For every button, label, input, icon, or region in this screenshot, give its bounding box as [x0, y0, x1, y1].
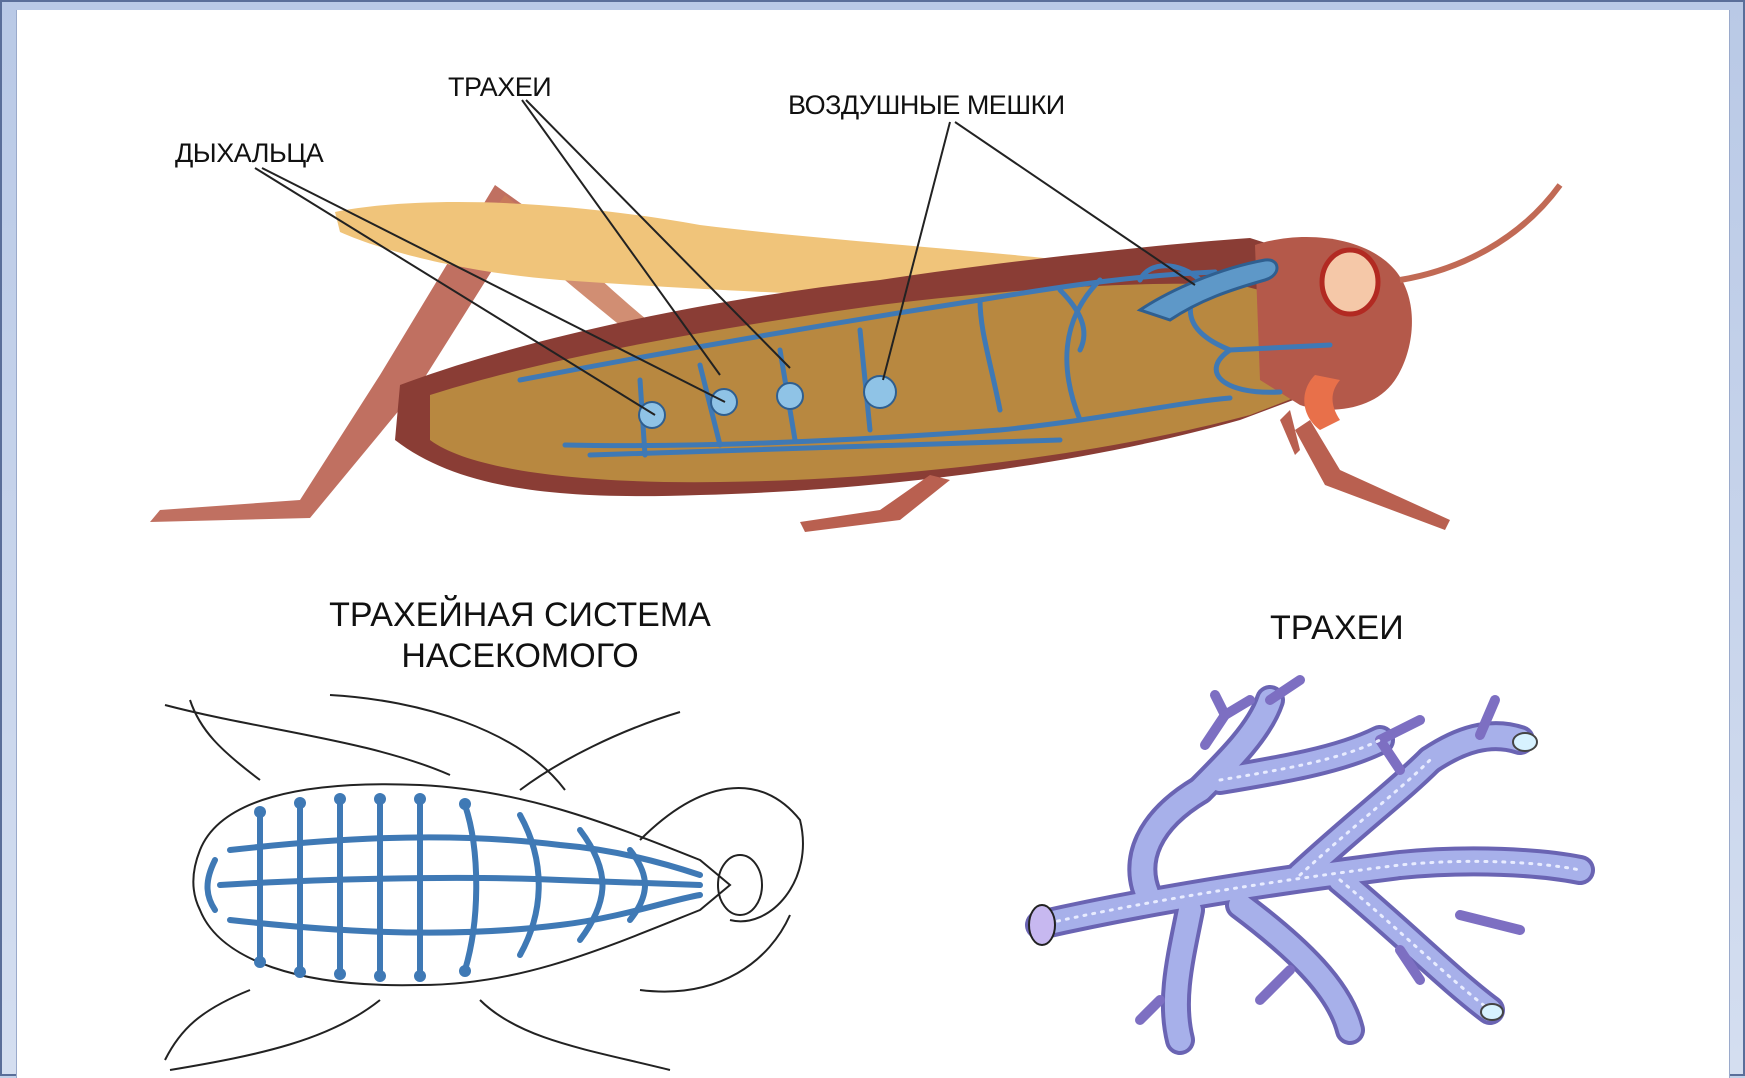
antenna	[1400, 185, 1560, 280]
label-system-title: ТРАХЕЙНАЯ СИСТЕМА НАСЕКОМОГО	[270, 595, 770, 677]
leg-6	[165, 990, 250, 1060]
leg-5	[170, 1000, 380, 1070]
leg-3	[640, 915, 790, 992]
label-system-title-line2: НАСЕКОМОГО	[270, 636, 770, 677]
leg-4	[480, 1000, 670, 1070]
tracheole-end-1	[1513, 733, 1537, 751]
label-system-title-line1: ТРАХЕЙНАЯ СИСТЕМА	[270, 595, 770, 636]
tracheole-end-2	[1481, 1004, 1503, 1020]
label-air-sacs: ВОЗДУШНЫЕ МЕШКИ	[788, 90, 1065, 121]
air-sac-4	[864, 376, 896, 408]
trachea-cut-end	[1029, 905, 1055, 945]
leg-1	[520, 712, 680, 790]
tracheal-network-top	[208, 800, 701, 975]
compound-eye	[1322, 250, 1378, 314]
grasshopper-illustration	[150, 100, 1560, 532]
antenna-right	[330, 695, 565, 790]
antenna-left	[165, 705, 450, 775]
label-tracheae-top: ТРАХЕИ	[448, 72, 551, 103]
spiracle-dots	[254, 793, 471, 982]
leg-7	[190, 700, 260, 780]
front-leg	[1295, 420, 1450, 530]
head-top	[718, 855, 762, 915]
insect-top-view-illustration	[165, 695, 803, 1070]
air-sac-1	[639, 402, 665, 428]
label-tracheae-bottom: ТРАХЕИ	[1270, 608, 1404, 649]
air-sac-3	[777, 383, 803, 409]
label-spiracles: ДЫХАЛЬЦА	[175, 138, 323, 169]
trachea-branch-illustration	[1029, 680, 1580, 1040]
